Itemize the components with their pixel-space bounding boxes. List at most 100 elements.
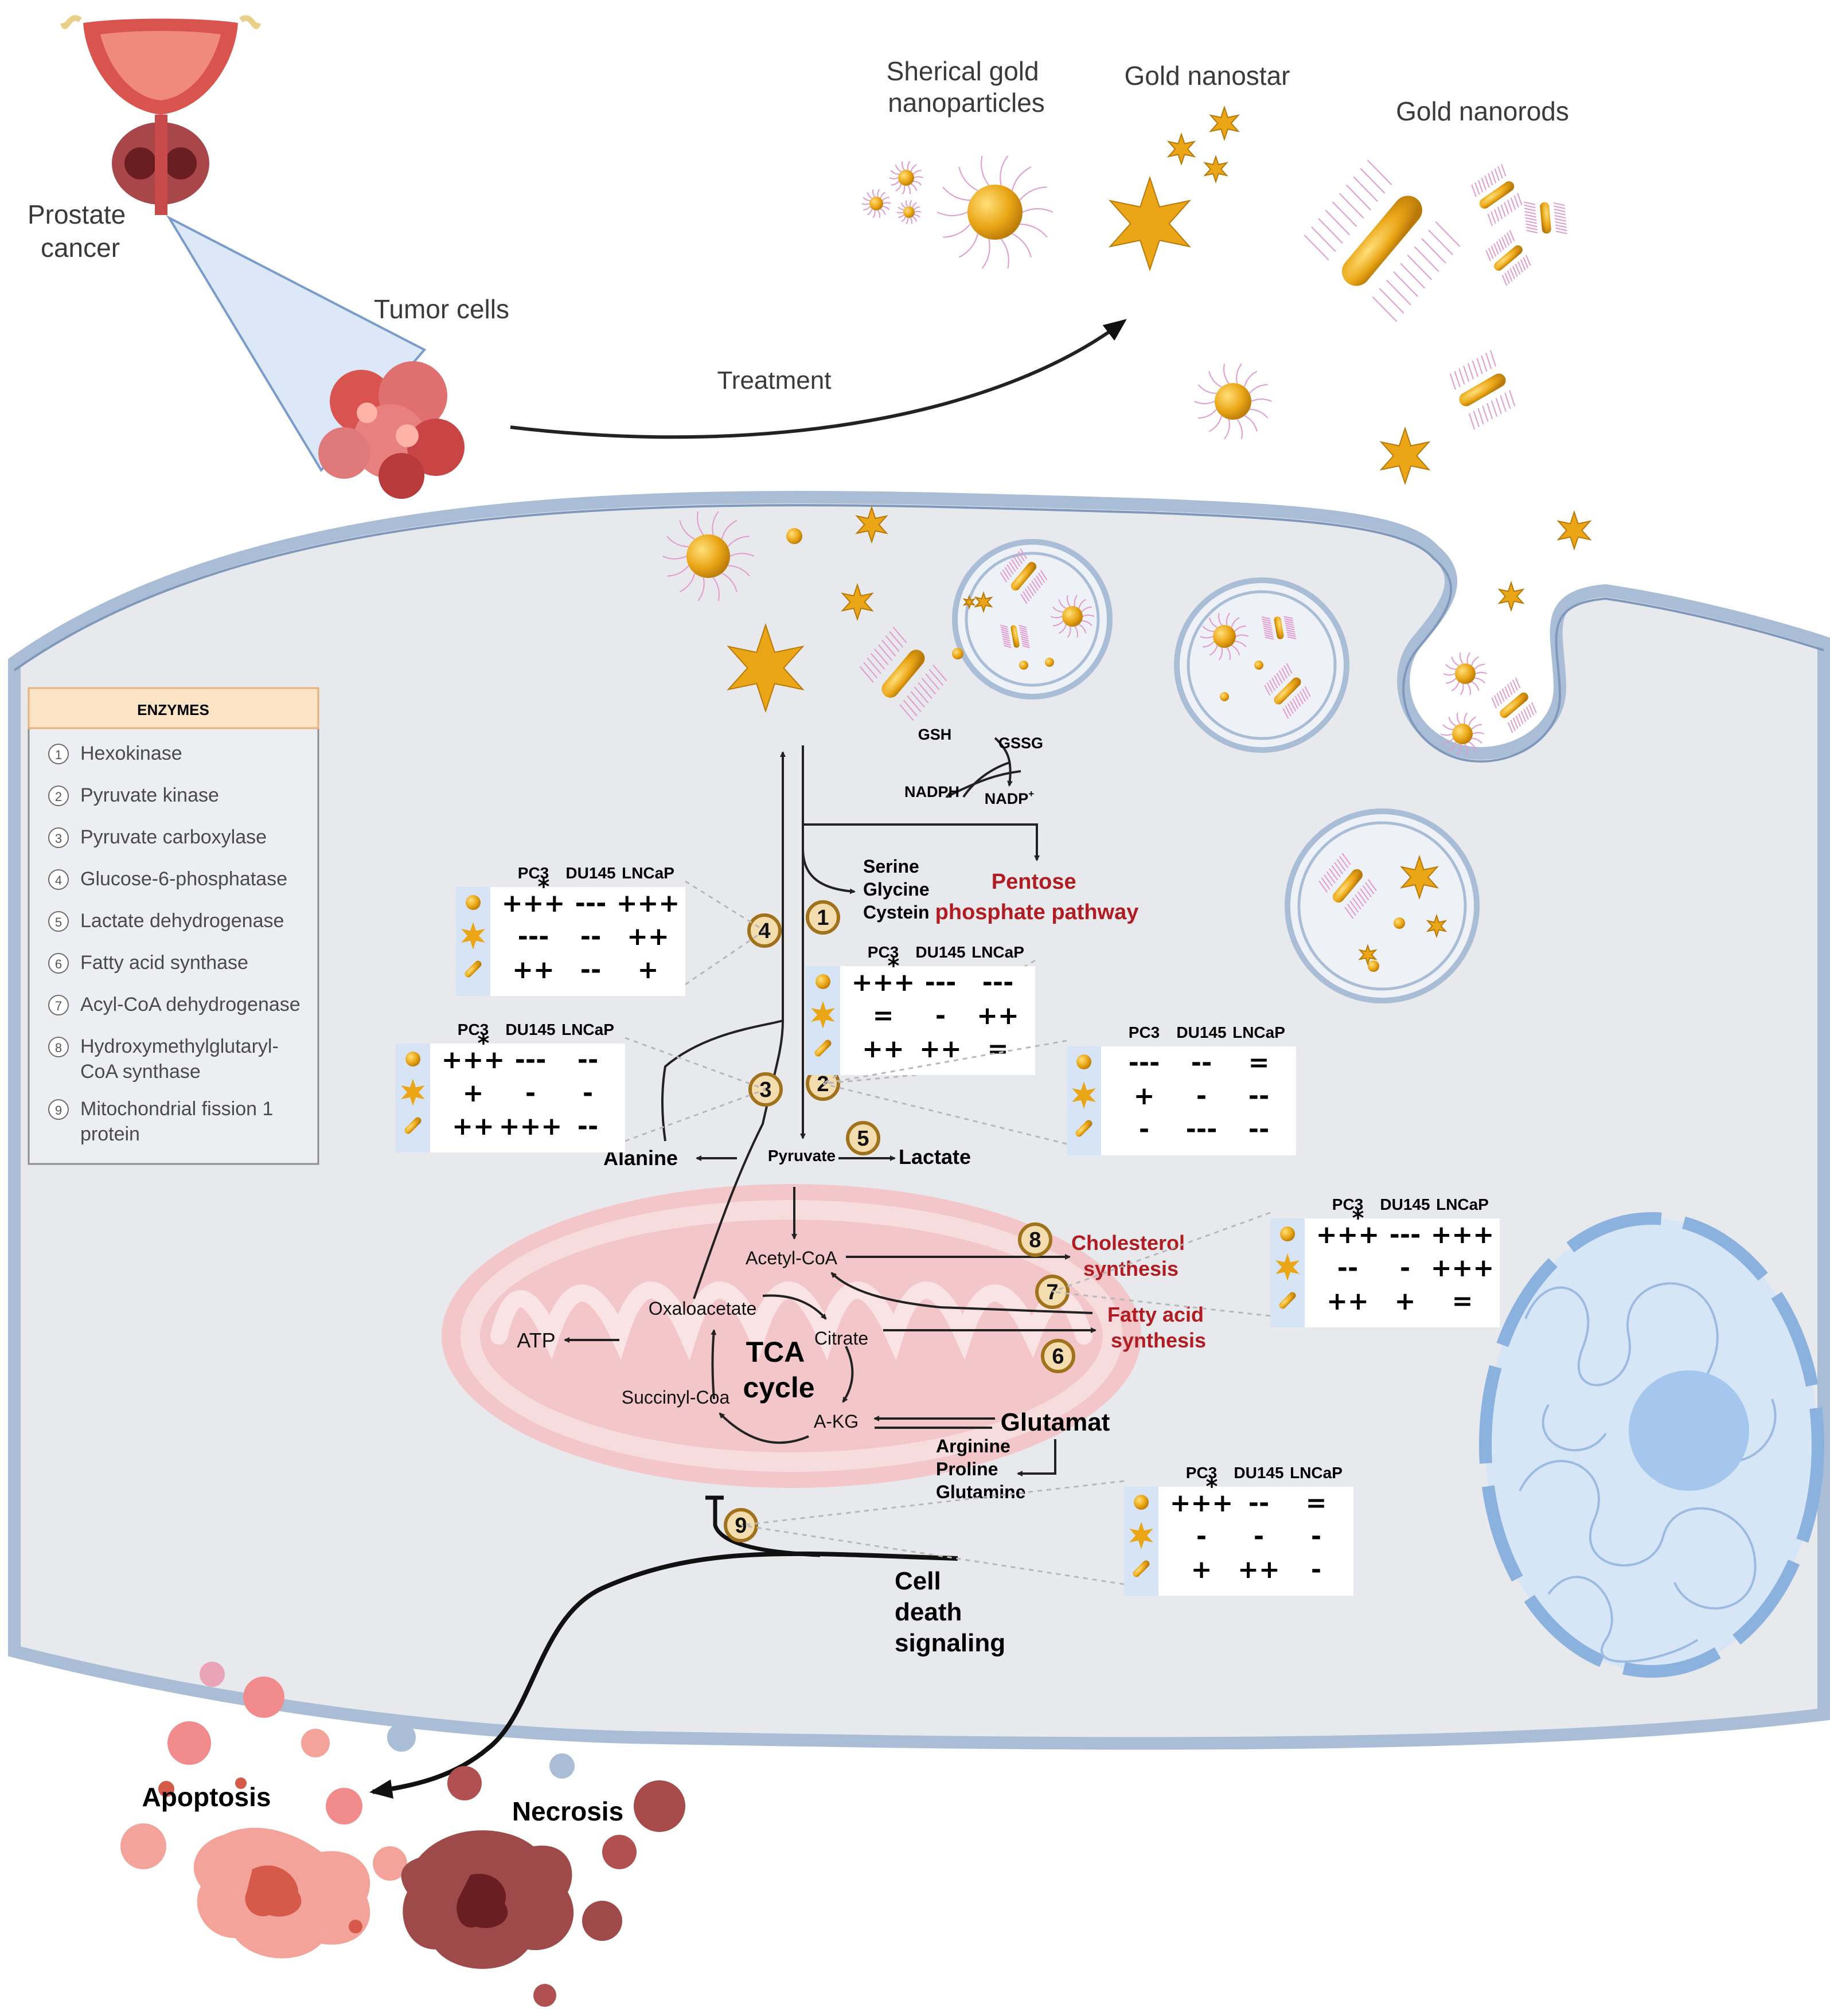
legend-number: 8 [55, 1041, 62, 1055]
nanorod-row-icon [465, 960, 482, 978]
pathway-arrows [564, 737, 1097, 1476]
table-cell: --- [575, 889, 607, 918]
table-cell: ++ [627, 922, 669, 951]
table-cell: + [463, 1079, 484, 1108]
gold-nanostar-icon [974, 591, 993, 614]
gold-nanostar-icon [727, 623, 805, 713]
table-cell: --- [982, 968, 1014, 997]
nanorod-row-icon [404, 1117, 422, 1134]
gold-nanorod-icon [1524, 201, 1567, 235]
gold-nanorod-icon [1449, 350, 1516, 430]
legend-number-badge [48, 995, 69, 1015]
spherical-label: Sherical gold nanoparticles [887, 56, 1047, 118]
table-cell: --- [1186, 1115, 1218, 1144]
gold-nanorod-icon [1318, 853, 1377, 919]
enzyme-marker-8: 8 [1018, 1222, 1052, 1257]
gold-sphere-icon [1045, 658, 1054, 667]
gold-nanostar-icon [1209, 105, 1240, 142]
gsh-label: GSH [918, 726, 952, 743]
table-cell: + [638, 955, 659, 984]
table-cell: ++ [512, 955, 555, 984]
table-header: LNCaP [971, 943, 1024, 961]
gold-nanoparticles [662, 105, 1592, 972]
table-cell: -- [1248, 1488, 1270, 1518]
enzyme-markers: 123456789 [724, 900, 1075, 1542]
legend-item-3: 3 Pyruvate carboxylase [48, 826, 267, 848]
legend-item-label: Pyruvate kinase [80, 784, 219, 806]
enzyme-marker-7: 7 [1035, 1275, 1070, 1309]
svg-text:8: 8 [1029, 1228, 1041, 1252]
legend-number: 3 [55, 831, 62, 846]
table-cell: - [1311, 1522, 1321, 1551]
table-cell: --- [518, 922, 549, 951]
nucleus [1479, 1212, 1824, 1678]
gold-sphere-icon [1194, 363, 1272, 440]
table-cell: +++ [1431, 1253, 1495, 1283]
table-header: PC3 [1332, 1195, 1363, 1213]
legend-item-label: Glucose-6-phosphatase [80, 868, 287, 890]
svg-text:7: 7 [1046, 1280, 1058, 1304]
table-header: DU145 [1380, 1195, 1430, 1213]
sphere-row-icon [1134, 1495, 1149, 1510]
pyruvate-label: Pyruvate [768, 1147, 836, 1165]
table-header: PC3 [1186, 1464, 1217, 1482]
legend-item-label: protein [80, 1123, 140, 1145]
table-cell: ++ [862, 1034, 904, 1064]
significance-star: * [478, 1030, 490, 1057]
table-cell: = [1248, 1048, 1270, 1077]
gold-nanorod-icon [859, 626, 947, 721]
nanostar-row-icon [401, 1079, 425, 1106]
treatment-label: Treatment [717, 366, 832, 394]
gold-sphere-icon [1220, 692, 1229, 701]
gold-nanostar-icon [841, 583, 874, 622]
fatty-acid-synthesis-label: Fatty acid synthesis [1107, 1303, 1209, 1352]
legend-number-badge [48, 869, 69, 890]
gold-nanorod-icon [1471, 163, 1523, 226]
treatment-arrow [510, 319, 1127, 439]
sphere-row-icon [405, 1052, 420, 1066]
nanorod-row-icon [1279, 1292, 1296, 1309]
gssg-label: GSSG [998, 734, 1043, 752]
table-header: LNCaP [1290, 1464, 1343, 1482]
acetyl-coa-label: Acetyl-CoA [746, 1248, 838, 1268]
legend-item-label: Pyruvate carboxylase [80, 826, 267, 848]
enzyme-marker-9: 9 [724, 1508, 758, 1542]
tca-cycle-label: TCA cycle [743, 1336, 814, 1404]
gold-sphere-icon [1394, 917, 1405, 929]
gold-sphere-icon [1443, 652, 1488, 696]
table-cell: + [1191, 1555, 1212, 1584]
legend-item-label: Fatty acid synthase [80, 952, 248, 974]
legend-number-badge [48, 953, 69, 974]
table-cell: = [1452, 1287, 1473, 1316]
table-cell: +++ [502, 889, 565, 918]
nanorod-row-icon [1133, 1560, 1150, 1577]
table-cell: - [1139, 1115, 1149, 1144]
table-header: PC3 [1129, 1023, 1160, 1041]
significance-star: * [888, 953, 900, 979]
gold-nanostar-icon [1166, 132, 1196, 166]
table-header: PC3 [458, 1021, 489, 1038]
legend-item-label: Hexokinase [80, 743, 182, 764]
pentose-pathway-label: Pentose phosphate pathway [935, 870, 1139, 924]
nanostar-row-icon [1275, 1253, 1300, 1281]
table-cell: - [1400, 1253, 1410, 1283]
table-cell: -- [580, 922, 602, 951]
legend-item-label: Hydroxymethylglutaryl- [80, 1036, 279, 1057]
gold-nanostar-icon [855, 505, 888, 544]
gold-nanorod-icon [1304, 159, 1461, 322]
gold-sphere-icon [1254, 661, 1263, 670]
gold-sphere-icon [662, 511, 755, 601]
table-cell: --- [515, 1045, 547, 1075]
gold-sphere-icon [1200, 612, 1249, 661]
atp-label: ATP [517, 1329, 555, 1352]
gold-sphere-icon [889, 161, 923, 195]
gold-nanorod-icon [1000, 624, 1031, 648]
glutamat-label: Glutamat [1001, 1408, 1110, 1436]
